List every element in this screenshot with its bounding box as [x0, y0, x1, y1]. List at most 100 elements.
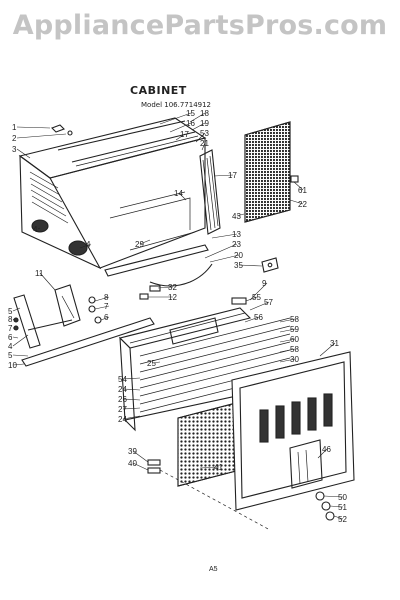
callout-label-c7a: 7 — [104, 302, 109, 311]
clip-part-40 — [147, 467, 161, 474]
callout-label-c5b: 5 — [8, 351, 13, 360]
top-rail-15 — [57, 120, 186, 151]
filter-panel-fill — [244, 121, 291, 223]
callout-label-c26: 26 — [118, 395, 127, 404]
callout-leader-c17a — [175, 133, 186, 141]
callout-leader-c15 — [159, 112, 192, 125]
callout-label-c2: 2 — [12, 134, 17, 143]
callout-label-c6a: 6 — [104, 313, 109, 322]
diagram-title: CABINET — [130, 84, 187, 97]
grommet-part-1 — [51, 124, 65, 133]
callout-leader-c31 — [319, 342, 336, 357]
bracket-11 — [54, 284, 81, 327]
callout-label-c60: 60 — [290, 335, 299, 344]
chassis-body — [119, 336, 136, 432]
page-code: A5 — [209, 566, 218, 573]
callout-leader-c40 — [132, 462, 149, 471]
knob-52 — [325, 511, 335, 521]
callout-label-c40: 40 — [128, 459, 137, 468]
callout-leader-c20 — [209, 254, 240, 263]
callout-leader-c6a — [100, 316, 110, 321]
watermark-text: AppliancePartsPros.com — [12, 10, 388, 41]
drain-hose-23 — [149, 263, 213, 287]
screw-6-left — [13, 317, 19, 323]
grille-vents — [259, 393, 333, 443]
base-rail — [104, 244, 209, 277]
washer-7 — [88, 296, 96, 304]
bracket-part-61 — [290, 175, 299, 183]
callout-label-c55: 55 — [252, 293, 261, 302]
control-panel-46 — [289, 439, 323, 489]
callout-leader-c52 — [333, 515, 344, 520]
callout-leader-c2 — [16, 133, 67, 139]
callout-leader-c19 — [191, 122, 206, 131]
front-grille-inner — [239, 361, 347, 499]
support-arm-4 — [27, 319, 73, 331]
assembly-guideline — [159, 469, 271, 531]
callout-leader-c1 — [16, 126, 51, 129]
callout-label-c20: 20 — [234, 251, 243, 260]
callout-label-c3: 3 — [12, 145, 17, 154]
bracket-5 — [13, 294, 41, 349]
callout-leader-c3 — [16, 148, 31, 159]
model-number: Model 106.7714912 — [141, 101, 212, 109]
callout-label-c22: 22 — [298, 200, 307, 209]
cabinet-inner-rail-2 — [129, 231, 196, 251]
callout-label-c5a: 5 — [8, 307, 13, 316]
air-filter-41 — [177, 401, 241, 487]
callout-leader-c4a — [37, 227, 41, 230]
top-rail-16-inner — [75, 135, 199, 167]
cabinet-inner-rail — [119, 191, 186, 209]
callout-label-c59: 59 — [290, 325, 299, 334]
callout-leader-c7a — [94, 305, 110, 310]
callout-leader-c54 — [122, 377, 141, 380]
front-grille-panel — [231, 351, 355, 511]
callout-leader-c10 — [12, 363, 25, 366]
callout-leader-c14 — [178, 192, 187, 201]
callout-label-c50: 50 — [338, 493, 347, 502]
callout-label-c18: 18 — [200, 109, 209, 118]
callout-leader-c9 — [249, 282, 268, 301]
callout-leader-c8a — [94, 296, 110, 302]
callout-leader-c4c — [12, 334, 29, 347]
clip-part-35-hole — [267, 262, 273, 268]
callout-label-c17a: 17 — [180, 130, 189, 139]
callout-leader-c23 — [204, 243, 238, 259]
chassis-top-bar — [118, 307, 252, 349]
top-rail-16 — [71, 131, 196, 163]
callout-leader-c46 — [317, 448, 328, 459]
callout-leader-c60 — [279, 338, 296, 343]
side-curtain-frame — [199, 149, 221, 235]
filter-panel-outline — [244, 121, 291, 223]
callout-label-c58b: 58 — [290, 345, 299, 354]
cabinet-side-opening-1 — [31, 219, 49, 233]
callout-label-c27: 27 — [118, 405, 127, 414]
callout-label-c15: 15 — [186, 109, 195, 118]
callout-label-c13: 13 — [232, 230, 241, 239]
callout-leader-c32 — [157, 286, 174, 289]
callout-label-c29: 29 — [135, 240, 144, 249]
callout-leader-c11 — [39, 272, 56, 291]
callout-label-c25: 25 — [147, 359, 156, 368]
cabinet-side-opening-2 — [68, 240, 88, 256]
callout-leader-c57 — [249, 301, 270, 311]
callout-label-c12: 12 — [168, 293, 177, 302]
callout-label-c58a: 58 — [290, 315, 299, 324]
callout-label-c17b: 17 — [228, 171, 237, 180]
callout-leader-c6b — [12, 336, 19, 339]
cabinet-inner-edge — [109, 197, 191, 230]
callout-label-c4b: 4 — [86, 240, 91, 249]
screw-part-2 — [67, 130, 73, 136]
callout-leader-c16 — [169, 122, 192, 133]
callout-label-c57: 57 — [264, 298, 273, 307]
callout-label-c23: 23 — [232, 240, 241, 249]
nut-6 — [94, 316, 102, 324]
callout-leader-c25 — [151, 361, 161, 364]
callout-label-c51: 51 — [338, 503, 347, 512]
callout-label-c1: 1 — [12, 123, 17, 132]
callout-label-c24a: 24 — [118, 385, 127, 394]
callout-label-c8b: 8 — [8, 315, 13, 324]
callout-leader-c41 — [199, 466, 220, 469]
callout-leader-c4b — [79, 243, 92, 249]
